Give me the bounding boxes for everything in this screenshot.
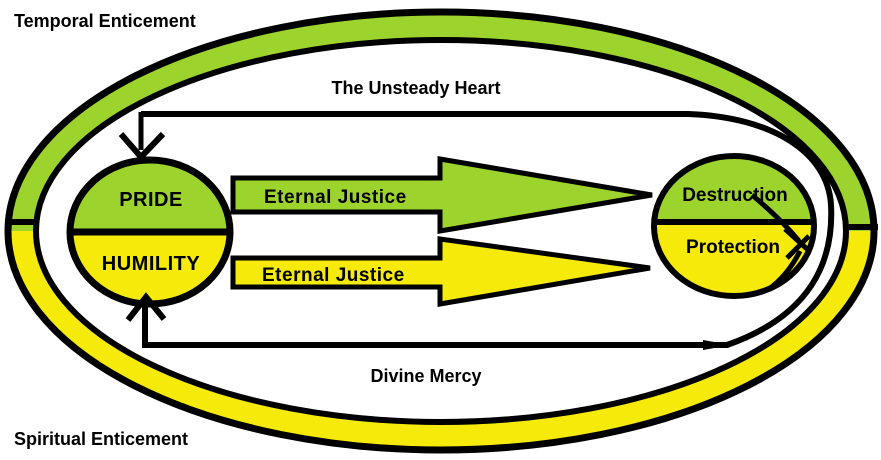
arrow-into-pride: [118, 131, 166, 162]
protection-label: Protection: [686, 237, 780, 258]
ring-top-band: [8, 12, 874, 232]
hook-arrowhead-stroke-2: [785, 234, 811, 260]
ring-outer-border: [4, 8, 878, 454]
humility-label: HUMILITY: [102, 253, 201, 275]
feedback-loop: [138, 111, 835, 350]
spiritual-enticement-label: Spiritual Enticement: [14, 429, 188, 449]
loop-arrowheads: [118, 131, 167, 322]
outer-ellipse-ring: [4, 8, 878, 454]
unsteady-heart-label: The Unsteady Heart: [331, 78, 500, 98]
ring-inner-border: [33, 37, 849, 425]
eternal-justice-bottom-label: Eternal Justice: [262, 265, 405, 286]
loop-direction-arrowhead: [703, 340, 731, 350]
left-circle-top-half: [70, 160, 230, 232]
divine-mercy-label: Divine Mercy: [370, 366, 481, 386]
arrow-into-humility: [125, 292, 167, 322]
ring-bottom-band: [8, 230, 874, 450]
right-circle-border: [651, 153, 817, 299]
eternal-justice-arrows: Eternal Justice Eternal Justice: [230, 156, 653, 307]
destruction-label: Destruction: [682, 185, 788, 206]
loop-path: [141, 111, 835, 348]
hook-arrowhead-stroke-1: [783, 227, 809, 251]
hook-tail: [767, 249, 803, 292]
right-circle-hook-arrow: [750, 193, 811, 292]
eternal-justice-arrow-top: [230, 156, 653, 234]
right-circle: Destruction Protection: [651, 153, 817, 299]
eternal-justice-top-label: Eternal Justice: [264, 187, 407, 208]
eternal-justice-arrow-bottom: [230, 236, 651, 307]
temporal-enticement-label: Temporal Enticement: [14, 11, 196, 31]
right-circle-top-half: [654, 156, 814, 222]
pride-label: PRIDE: [119, 189, 183, 211]
left-circle: PRIDE HUMILITY: [66, 156, 234, 308]
